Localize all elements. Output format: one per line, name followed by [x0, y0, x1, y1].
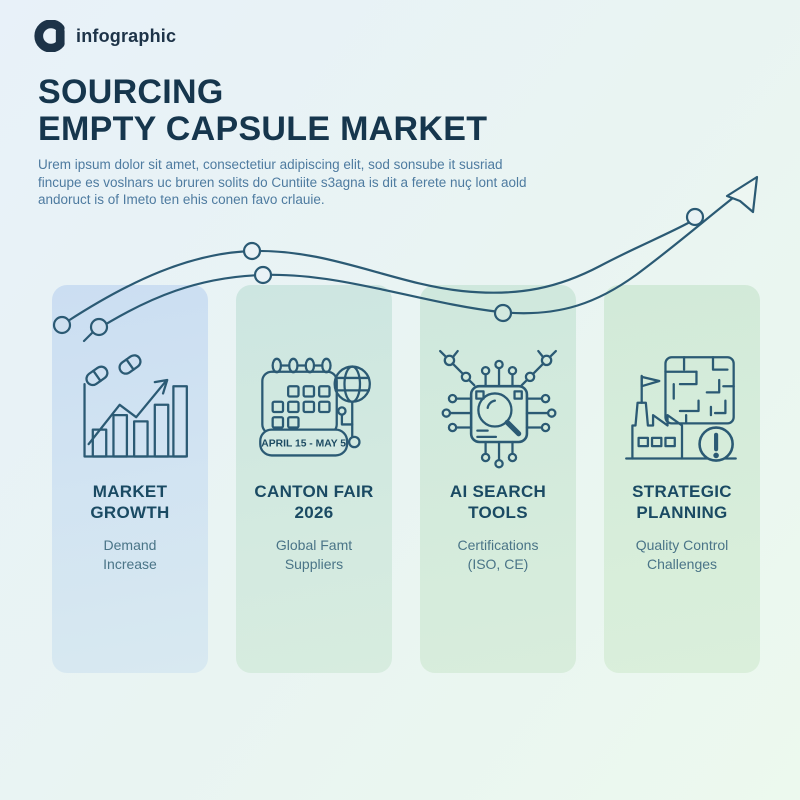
card-title: CANTON FAIR 2026: [254, 482, 374, 522]
factory-maze-icon: [625, 356, 737, 462]
intro-line-2: fincupe es voslnars uc bruren solits do …: [38, 174, 527, 190]
header: infographic: [34, 20, 176, 52]
bar-chart-capsules-icon: [83, 354, 188, 458]
card-title: AI SEARCH TOOLS: [449, 482, 547, 522]
chip-magnifier-icon: [438, 349, 558, 469]
calendar-globe-icon: APRIL 15 - MAY 5: [259, 357, 371, 457]
page-title: SOURCING EMPTY CAPSULE MARKET: [38, 74, 487, 148]
card-subtitle: Quality Control Challenges: [635, 537, 729, 572]
card-subtitle: Demand Increase: [103, 537, 157, 572]
card-ai-search-tools: AI SEARCH TOOLS Certifications (ISO, CE): [420, 285, 576, 673]
page-title-line-2: EMPTY CAPSULE MARKET: [38, 110, 488, 148]
card-subtitle: Global Famt Suppliers: [275, 537, 353, 572]
intro-line-3: andoruct is of Imeto ten ehis conen favo…: [38, 192, 325, 207]
card-subtitle: Certifications (ISO, CE): [457, 537, 539, 572]
card-strategic-planning: STRATEGIC PLANNING Quality Control Chall…: [604, 285, 760, 673]
calendar-badge-text: APRIL 15 - MAY 5: [261, 439, 346, 450]
intro-line-1: Urem ipsum dolor sit amet, consectetiur …: [38, 157, 503, 172]
logo-mark-icon: [34, 20, 65, 52]
intro-paragraph: Urem ipsum dolor sit amet, consectetiur …: [38, 156, 527, 209]
card-canton-fair: APRIL 15 - MAY 5 CANTON FAIR 2026 Global…: [236, 285, 392, 673]
logo-text: infographic: [76, 25, 177, 46]
page-title-line-1: SOURCING: [38, 73, 224, 111]
card-title: STRATEGIC PLANNING: [632, 482, 732, 522]
card-market-growth: MARKET GROWTH Demand Increase: [52, 285, 208, 673]
card-title: MARKET GROWTH: [90, 482, 170, 522]
